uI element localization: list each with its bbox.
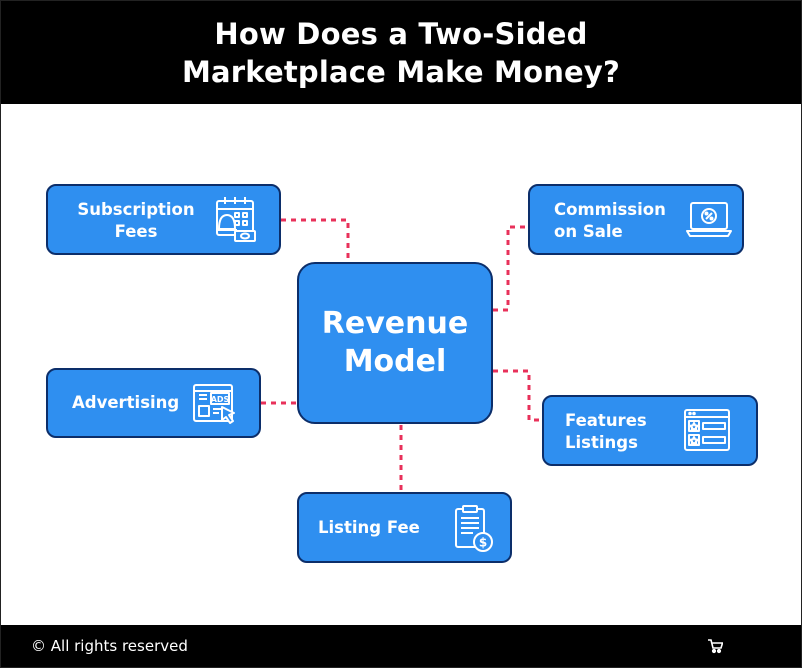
features-label-line2: Listings xyxy=(565,433,638,452)
connector-features xyxy=(493,369,542,422)
cart-icon xyxy=(708,639,723,654)
node-listing-fee: Listing Fee $ xyxy=(297,492,512,563)
laptop-percent-icon xyxy=(686,202,732,237)
center-label-line1: Revenue xyxy=(321,306,469,341)
subscription-label-line2: Fees xyxy=(114,222,158,241)
title-line-2: Marketplace Make Money? xyxy=(181,54,621,89)
svg-text:ADS: ADS xyxy=(211,395,230,404)
svg-text:$: $ xyxy=(479,536,487,550)
connector-subscription xyxy=(281,218,350,262)
copyright-text: © All rights reserved xyxy=(31,637,188,655)
listing-fee-label: Listing Fee xyxy=(318,518,420,537)
node-subscription-fees: Subscription Fees xyxy=(46,184,281,255)
node-commission-on-sale: Commission on Sale xyxy=(528,184,744,255)
node-advertising: Advertising ADS xyxy=(46,368,261,438)
node-features-listings: Features Listings xyxy=(542,395,758,466)
yokart-logo xyxy=(707,635,793,661)
header-bar: How Does a Two-Sided Marketplace Make Mo… xyxy=(1,1,801,104)
subscription-label-line1: Subscription xyxy=(77,200,195,219)
commission-label-line2: on Sale xyxy=(554,222,623,241)
features-label-line1: Features xyxy=(565,411,647,430)
commission-label-line1: Commission xyxy=(554,200,666,219)
calendar-bell-icon xyxy=(216,197,256,242)
connector-commission xyxy=(493,225,528,312)
ads-cursor-icon: ADS xyxy=(193,384,235,424)
node-revenue-model: Revenue Model xyxy=(297,262,493,424)
clipboard-dollar-icon: $ xyxy=(455,505,493,552)
title-line-1: How Does a Two-Sided xyxy=(214,16,588,51)
star-listing-icon xyxy=(684,409,730,451)
footer-bar: © All rights reserved xyxy=(1,625,801,667)
advertising-label: Advertising xyxy=(72,393,180,412)
center-label-line2: Model xyxy=(343,344,447,379)
